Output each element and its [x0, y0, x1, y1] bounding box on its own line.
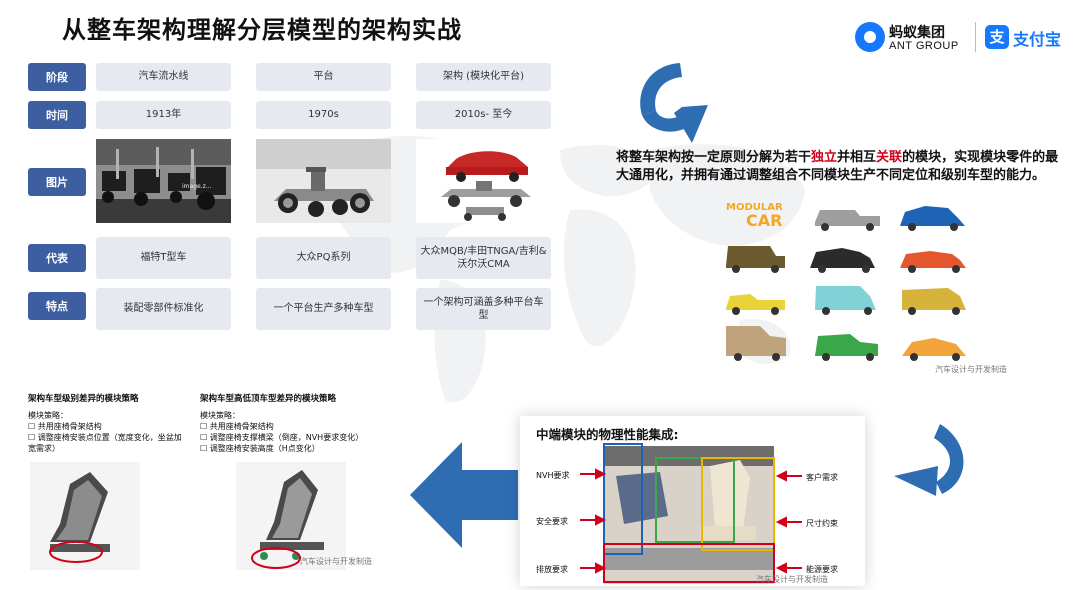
- alipay-icon: 支: [985, 25, 1009, 49]
- left-panel-strategy: 模块策略： ☐ 共用座椅骨架结构 ☐ 调整座椅安装点位置（宽度变化，坐盆加宽需求…: [28, 410, 188, 454]
- strategy-item-text: 调整座椅安装点位置（宽度变化，坐盆加宽需求）: [28, 433, 182, 453]
- strategy-item: ☐ 调整座椅安装高度（H点变化）: [200, 444, 320, 453]
- strategy-item-text: 共用座椅骨架结构: [37, 422, 102, 431]
- stage-cell: 架构 (模块化平台): [416, 63, 551, 91]
- physical-title: 中端模块的物理性能集成:: [536, 427, 679, 442]
- time-cell: 1913年: [96, 101, 231, 129]
- strategy-item-text: 调整座椅支撑横梁（倒座，NVH要求变化）: [209, 433, 364, 442]
- feature-cell: 一个平台生产多种车型: [256, 288, 391, 330]
- modular-logo-line1: MODULAR: [726, 202, 783, 213]
- mid-panel-title: 架构车型高低顶车型差异的模块策略: [200, 394, 337, 404]
- representative-cell: 福特T型车: [96, 237, 231, 279]
- car-row-1: [815, 206, 965, 231]
- representative-cell: 大众MQB/丰田TNGA/吉利&沃尔沃CMA: [416, 237, 551, 279]
- seat-frame-image: [236, 462, 346, 570]
- vehicle-cross-section-diagram: [580, 443, 802, 584]
- strategy-label: 模块策略：: [28, 411, 68, 420]
- requirement-customer: 客户需求: [806, 473, 838, 482]
- physical-integration-panel: 中端模块的物理性能集成: NVH要求 安全要求 排放要求 客户需求 尺寸约束 能…: [520, 416, 865, 586]
- strategy-item: ☐ 调整座椅安装点位置（宽度变化，坐盆加宽需求）: [28, 433, 182, 453]
- watermark: 汽车设计与开发制造: [300, 557, 372, 566]
- time-cell: 1970s: [256, 101, 391, 129]
- highlight-related: 关联: [876, 150, 903, 165]
- ford-assembly-line-photo: image.z...: [96, 139, 231, 223]
- logo-divider: [975, 22, 976, 52]
- curved-arrow-down-icon: [640, 63, 708, 143]
- page-title: 从整车架构理解分层模型的架构实战: [62, 16, 462, 44]
- strategy-item: ☐ 共用座椅骨架结构: [28, 422, 102, 431]
- description-text: 并相互: [837, 150, 877, 165]
- highlight-independent: 独立: [811, 150, 838, 165]
- modular-platform-photo: [416, 139, 551, 223]
- architecture-description: 将整车架构按一定原则分解为若干独立并相互关联的模块，实现模块零件的最大通用化，并…: [616, 149, 1066, 185]
- requirement-energy: 能源要求: [806, 565, 838, 574]
- requirement-nvh: NVH要求: [536, 471, 570, 480]
- requirement-emission: 排放要求: [536, 565, 568, 574]
- row-label-time: 时间: [28, 101, 86, 129]
- time-cell: 2010s- 至今: [416, 101, 551, 129]
- stage-cell: 汽车流水线: [96, 63, 231, 91]
- curved-arrow-left-icon: [894, 424, 964, 496]
- strategy-item-text: 调整座椅安装高度（H点变化）: [209, 444, 320, 453]
- row-label-representative: 代表: [28, 244, 86, 272]
- ant-group-logo: 蚂蚁集团 ANT GROUP: [855, 20, 965, 60]
- mid-panel-strategy: 模块策略： ☐ 共用座椅骨架结构 ☐ 调整座椅支撑横梁（倒座，NVH要求变化） …: [200, 410, 400, 454]
- description-text: 将整车架构按一定原则分解为若干: [616, 150, 812, 165]
- requirement-safety: 安全要求: [536, 517, 568, 526]
- representative-cell: 大众PQ系列: [256, 237, 391, 279]
- seat-frame-image: [30, 462, 140, 570]
- strategy-label: 模块策略：: [200, 411, 240, 420]
- strategy-item: ☐ 调整座椅支撑横梁（倒座，NVH要求变化）: [200, 433, 364, 442]
- row-label-feature: 特点: [28, 292, 86, 320]
- stage-cell: 平台: [256, 63, 391, 91]
- description-text: 的模块，实现模块零件的最大通用化，并拥有通过调整组合不同模块生产不同定位和级别车…: [616, 150, 1059, 183]
- left-panel-title: 架构车型级别差异的模块策略: [28, 394, 139, 404]
- strategy-item: ☐ 共用座椅骨架结构: [200, 422, 274, 431]
- photo-caption: image.z...: [182, 183, 212, 190]
- ant-group-en: ANT GROUP: [889, 40, 959, 52]
- requirement-dimension: 尺寸约束: [806, 519, 838, 528]
- feature-cell: 装配零部件标准化: [96, 288, 231, 330]
- feature-cell: 一个架构可涵盖多种平台车型: [416, 288, 551, 330]
- strategy-item-text: 共用座椅骨架结构: [209, 422, 274, 431]
- alipay-text: 支付宝: [1013, 30, 1062, 49]
- modular-car-variants-illustration: MODULAR CAR: [726, 202, 966, 361]
- ant-group-cn: 蚂蚁集团: [889, 25, 945, 41]
- ant-icon: [855, 22, 885, 52]
- modular-logo-line2: CAR: [746, 211, 782, 230]
- row-label-picture: 图片: [28, 168, 86, 196]
- platform-chassis-photo: [256, 139, 391, 223]
- watermark: 汽车设计与开发制造: [935, 365, 1007, 374]
- arrow-left-icon: [410, 442, 518, 548]
- row-label-stage: 阶段: [28, 63, 86, 91]
- alipay-logo: 支 支付宝: [985, 23, 1075, 53]
- watermark: 汽车设计与开发制造: [756, 575, 828, 584]
